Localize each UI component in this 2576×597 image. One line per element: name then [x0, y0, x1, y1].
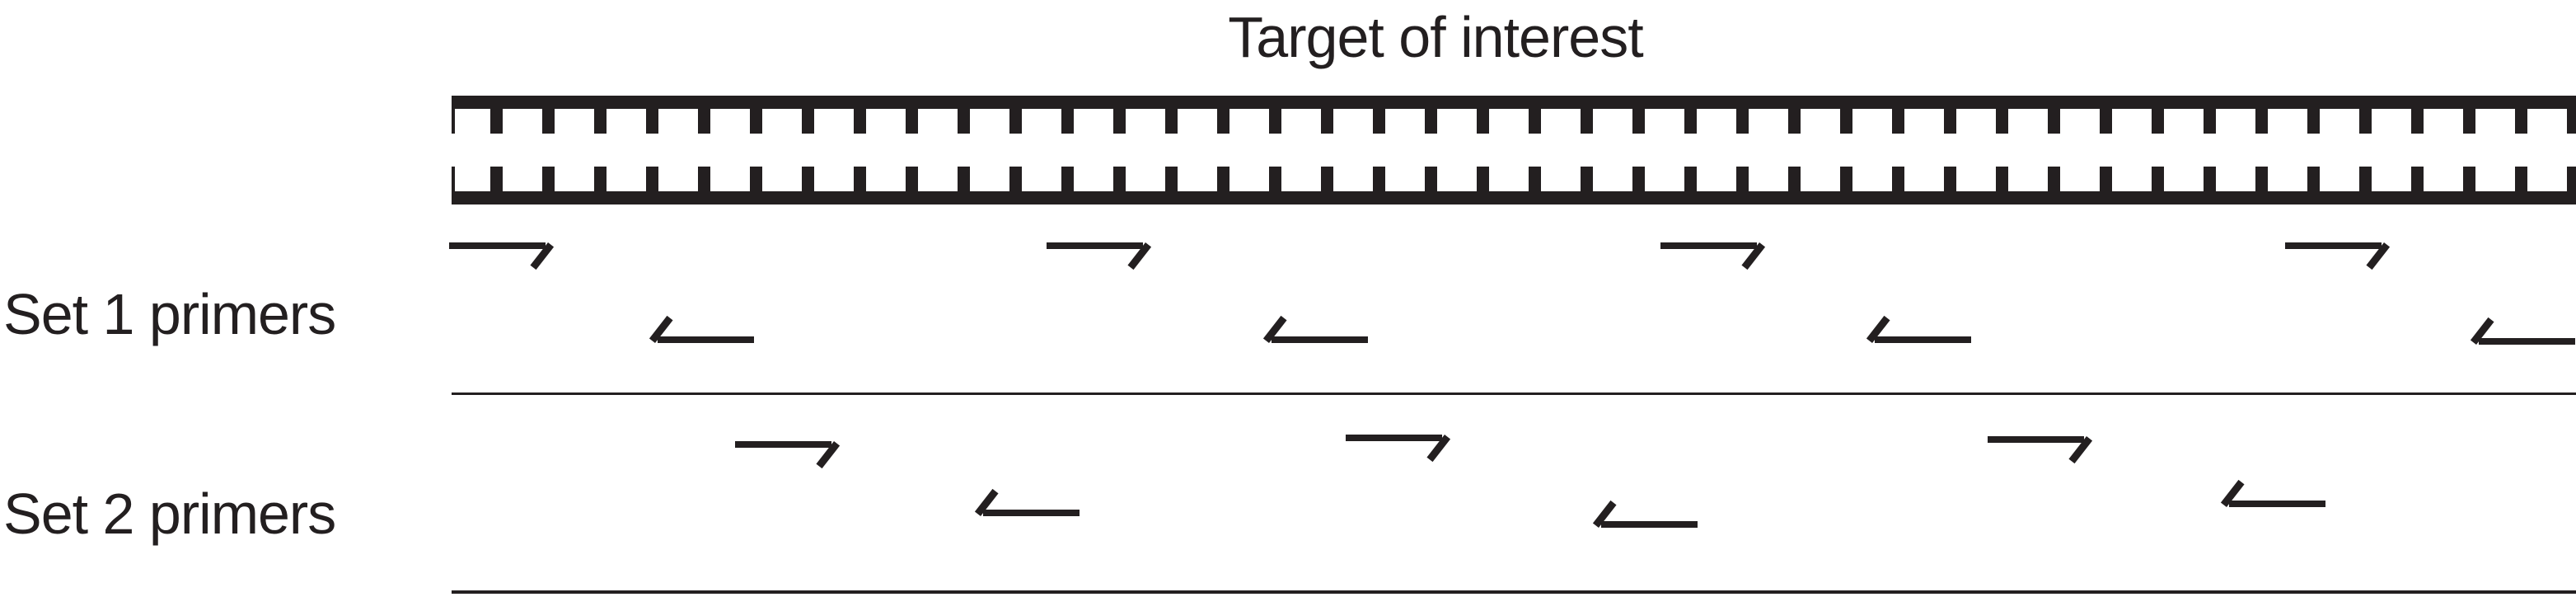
set1-reverse-primer-2	[1272, 336, 1368, 343]
set1-forward-primer-4	[2285, 242, 2382, 249]
set2-forward-primer-2	[1346, 435, 1442, 441]
set2-reverse-primer-1	[983, 510, 1080, 516]
set2-reverse-primer-2	[1601, 521, 1698, 528]
dna-top-strand	[452, 96, 2576, 109]
set1-reverse-primer-3	[1875, 336, 1971, 343]
set1-forward-primer-1	[449, 242, 546, 249]
dna-base-pairs-top	[452, 109, 2576, 134]
set1-label: Set 1 primers	[3, 282, 336, 346]
set1-divider-line	[452, 393, 2576, 395]
dna-base-pairs-bottom	[452, 167, 2576, 191]
set2-divider-line	[452, 590, 2576, 594]
set2-forward-primer-1	[735, 441, 831, 448]
set1-forward-primer-2	[1047, 242, 1143, 249]
set1-forward-primer-3	[1660, 242, 1757, 249]
set2-label: Set 2 primers	[3, 482, 336, 546]
set2-forward-primer-3	[1988, 436, 2084, 443]
set1-reverse-primer-4	[2479, 338, 2575, 345]
set1-reverse-primer-1	[658, 336, 754, 343]
dna-bottom-strand	[452, 191, 2576, 204]
figure-title: Target of interest	[1228, 5, 1643, 69]
dna-target-ladder	[452, 96, 2576, 204]
set2-reverse-primer-3	[2229, 501, 2325, 507]
